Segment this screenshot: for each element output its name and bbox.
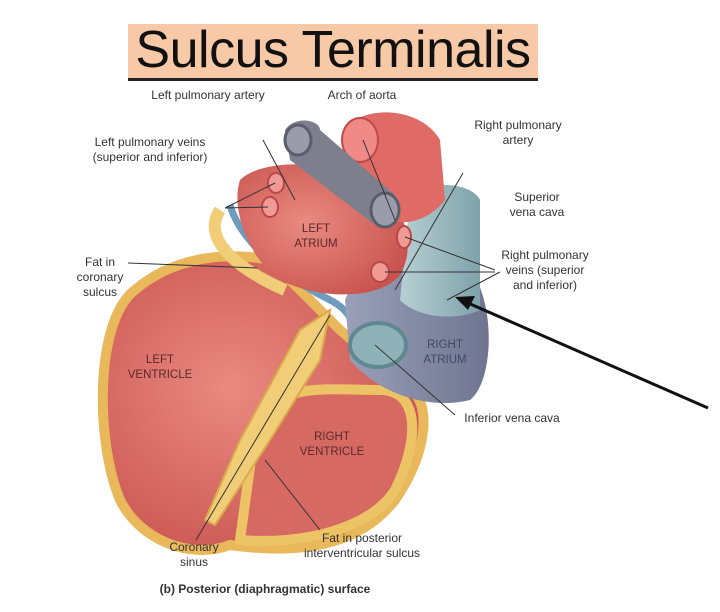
region-left-ventricle: LEFT VENTRICLE bbox=[128, 353, 193, 383]
aorta-opening bbox=[341, 117, 379, 163]
label-inferior-vena-cava: Inferior vena cava bbox=[464, 411, 560, 425]
label-line: sinus bbox=[179, 555, 209, 569]
region-right-atrium: RIGHT ATRIUM bbox=[423, 338, 466, 368]
region-line: LEFT bbox=[145, 354, 175, 366]
figure-caption: (b) Posterior (diaphragmatic) surface bbox=[159, 582, 371, 596]
label-left-pulmonary-veins: Left pulmonary veins(superior and inferi… bbox=[93, 135, 208, 165]
label-line: coronary bbox=[76, 270, 124, 284]
right-pulmonary-vein-superior bbox=[396, 225, 412, 249]
label-arch-of-aorta: Arch of aorta bbox=[327, 88, 397, 102]
label-line: Fat in bbox=[84, 255, 115, 269]
region-line: ATRIUM bbox=[423, 354, 467, 366]
leader-lines bbox=[127, 139, 501, 541]
region-line: ATRIUM bbox=[294, 238, 338, 250]
region-line: VENTRICLE bbox=[299, 446, 365, 458]
label-line: vena cava bbox=[509, 205, 565, 219]
fat-coronary-sulcus bbox=[208, 206, 288, 296]
label-line: artery bbox=[502, 133, 534, 147]
label-line: veins (superior bbox=[505, 263, 585, 277]
label-line: interventricular sulcus bbox=[303, 546, 421, 560]
title-banner: Sulcus Terminalis bbox=[128, 21, 538, 81]
label-line: sulcus bbox=[82, 285, 117, 299]
label-line: Left pulmonary veins bbox=[94, 135, 206, 149]
label-line: Right pulmonary bbox=[474, 118, 562, 132]
region-line: RIGHT bbox=[427, 339, 463, 351]
label-line: Coronary bbox=[169, 540, 219, 554]
region-right-ventricle: RIGHT VENTRICLE bbox=[300, 430, 365, 460]
right-ventricle-shape bbox=[234, 384, 418, 546]
label-line: and inferior) bbox=[512, 278, 578, 292]
region-line: VENTRICLE bbox=[127, 369, 193, 381]
page-title: Sulcus Terminalis bbox=[135, 21, 531, 79]
fat-interventricular bbox=[203, 307, 332, 527]
left-pulmonary-artery-opening bbox=[283, 123, 313, 157]
region-line: RIGHT bbox=[314, 431, 350, 443]
arrow-pointer bbox=[455, 296, 709, 410]
region-left-atrium: LEFT ATRIUM bbox=[294, 222, 337, 252]
right-pulmonary-artery-opening bbox=[369, 191, 401, 229]
label-line: Right pulmonary bbox=[501, 248, 589, 262]
region-line: LEFT bbox=[301, 223, 331, 235]
label-line: Superior bbox=[514, 190, 560, 204]
label-left-pulmonary-artery: Left pulmonary artery bbox=[151, 88, 265, 102]
pulmonary-artery-shape bbox=[285, 120, 395, 225]
label-line: (superior and inferior) bbox=[92, 150, 208, 164]
label-line: Fat in posterior bbox=[321, 531, 403, 545]
left-pulmonary-vein-superior bbox=[267, 172, 285, 194]
inferior-vena-cava-shape bbox=[348, 321, 408, 369]
